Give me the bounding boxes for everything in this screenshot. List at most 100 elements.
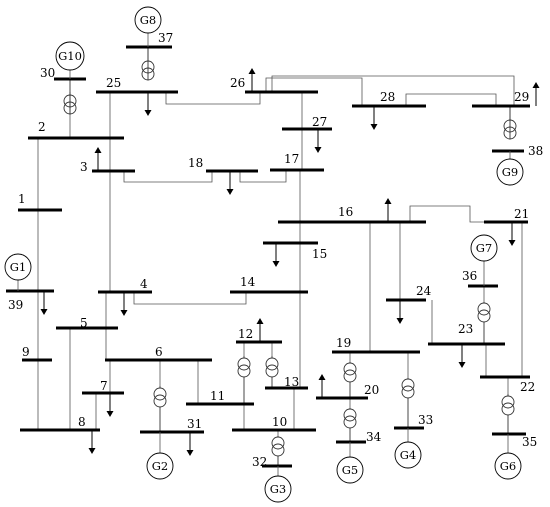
transformer-winding: [501, 395, 515, 409]
generator-g3: G3: [264, 466, 292, 503]
generator-g7: G7: [470, 234, 498, 286]
line-17-18: [239, 170, 287, 183]
load-arrowhead: [144, 110, 152, 116]
load-arrow-23: [458, 344, 466, 368]
load-arrow-3: [94, 147, 102, 171]
bus-label-30: 30: [40, 66, 55, 80]
bus-label-4: 4: [140, 277, 148, 291]
generator-g8: G8: [134, 6, 162, 47]
transformer-winding: [153, 387, 167, 401]
line-4-14: [133, 292, 247, 305]
bus-label-32: 32: [252, 455, 267, 469]
line-28-29: [405, 93, 497, 106]
load-arrowhead: [40, 309, 48, 315]
bus-label-10: 10: [272, 415, 287, 429]
load-arrow-31: [186, 432, 194, 456]
load-arrowhead: [318, 374, 326, 380]
transformer-winding: [237, 357, 251, 371]
load-arrowhead: [120, 310, 128, 316]
bus-label-16: 16: [338, 205, 353, 219]
line-26-28: [265, 77, 363, 106]
bus-label-23: 23: [458, 322, 473, 336]
bus-label-14: 14: [240, 275, 256, 289]
generator-g9: G9: [496, 151, 524, 186]
loads: [40, 68, 540, 456]
generator-label: G9: [502, 165, 519, 179]
load-arrowhead: [94, 147, 102, 153]
transformer-winding: [271, 436, 285, 450]
transformers: [63, 47, 517, 466]
generator-label: G2: [152, 459, 169, 473]
generator-g4: G4: [394, 428, 422, 469]
transformer-winding: [343, 362, 357, 376]
generator-label: G10: [58, 49, 82, 63]
load-arrowhead: [532, 82, 540, 88]
generator-label: G3: [270, 482, 287, 496]
generator-circle: [134, 6, 162, 34]
load-arrowhead: [106, 411, 114, 417]
bus-label-15: 15: [312, 247, 327, 261]
tx-19-33: [401, 378, 415, 428]
transformer-winding: [501, 402, 515, 416]
load-arrowhead: [458, 362, 466, 368]
tx-22-35: [501, 394, 515, 434]
tx-12-13: [265, 356, 279, 388]
generator-circle: [336, 456, 364, 484]
transformer-winding: [343, 408, 357, 422]
load-arrow-39: [40, 291, 48, 315]
generator-circle: [470, 234, 498, 262]
bus-label-20: 20: [364, 383, 379, 397]
generator-g1: G1: [4, 253, 32, 291]
load-arrowhead: [384, 198, 392, 204]
bus-label-37: 37: [158, 31, 173, 45]
generator-g10: G10: [55, 41, 85, 79]
bus-label-21: 21: [514, 207, 529, 221]
bus-label-38: 38: [528, 144, 543, 158]
transformer-winding: [343, 369, 357, 383]
tx-23-36: [477, 302, 491, 344]
bus-label-28: 28: [380, 90, 395, 104]
bus-label-29: 29: [514, 90, 529, 104]
generator-g2: G2: [146, 432, 174, 480]
load-arrow-8: [88, 430, 96, 454]
transformer-winding: [265, 364, 279, 378]
load-arrow-12: [256, 318, 264, 342]
bus-label-34: 34: [366, 430, 382, 444]
transmission-lines: [37, 47, 523, 436]
load-arrow-4: [120, 292, 128, 316]
bus-label-35: 35: [522, 435, 537, 449]
load-arrowhead: [272, 261, 280, 267]
load-arrow-26: [248, 68, 256, 92]
generator-circle: [264, 475, 292, 503]
generator-circle: [496, 158, 524, 186]
load-arrowhead: [226, 189, 234, 195]
generator-g5: G5: [336, 442, 364, 484]
load-arrow-28: [370, 106, 378, 130]
load-arrowhead: [88, 448, 96, 454]
generator-circle: [4, 253, 32, 281]
generator-circle: [494, 452, 522, 480]
generator-label: G4: [400, 448, 417, 462]
generator-circle: [394, 441, 422, 469]
transformer-winding: [401, 385, 415, 399]
bus-label-27: 27: [312, 115, 327, 129]
tx-12-11-a: [237, 356, 251, 404]
load-arrowhead: [256, 318, 264, 324]
line-16-21: [409, 205, 486, 223]
transformer-winding: [343, 415, 357, 429]
load-arrowhead: [508, 240, 516, 246]
bus-label-2: 2: [38, 120, 46, 134]
generator-circle: [146, 452, 174, 480]
load-arrow-24: [396, 300, 404, 324]
transformer-winding: [265, 357, 279, 371]
generator-label: G8: [140, 13, 157, 27]
load-arrowhead: [314, 147, 322, 153]
generator-label: G7: [476, 241, 493, 255]
load-arrow-20: [318, 374, 326, 398]
bus-label-18: 18: [188, 156, 203, 170]
load-arrow-21: [508, 222, 516, 246]
generator-label: G1: [10, 260, 27, 274]
transformer-winding: [477, 309, 491, 323]
